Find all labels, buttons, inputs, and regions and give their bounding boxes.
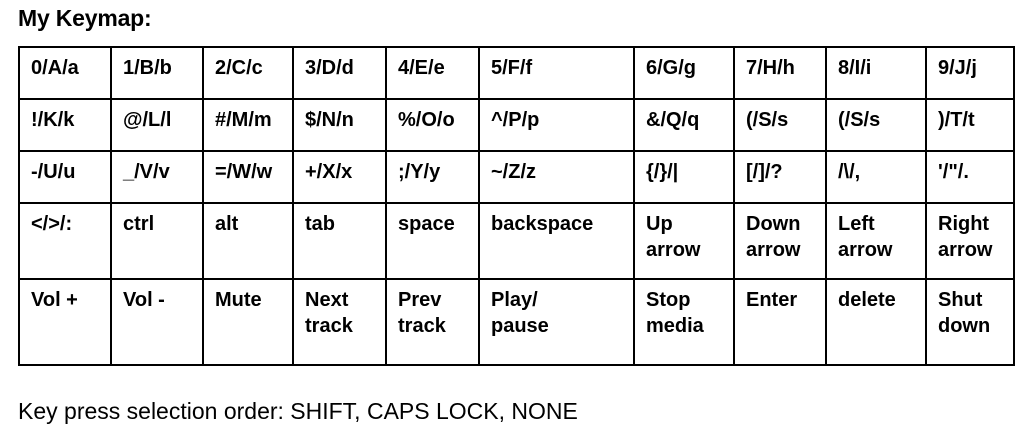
keymap-cell[interactable]: $/N/n	[292, 98, 387, 152]
keymap-cell[interactable]: /\/,	[825, 150, 927, 204]
keymap-cell[interactable]: 9/J/j	[925, 46, 1015, 100]
table-row: !/K/k @/L/l #/M/m $/N/n %/O/o ^/P/p &/Q/…	[18, 98, 1015, 152]
keymap-cell[interactable]: (/S/s	[825, 98, 927, 152]
keymap-cell[interactable]: 2/C/c	[202, 46, 294, 100]
keymap-cell[interactable]: Down arrow	[733, 202, 827, 280]
keymap-cell[interactable]: =/W/w	[202, 150, 294, 204]
keymap-cell[interactable]: &/Q/q	[633, 98, 735, 152]
keymap-cell[interactable]: Stop media	[633, 278, 735, 366]
keymap-cell[interactable]: Play/ pause	[478, 278, 635, 366]
keymap-cell[interactable]: {/}/|	[633, 150, 735, 204]
keymap-cell[interactable]: Prev track	[385, 278, 480, 366]
keymap-cell[interactable]: 3/D/d	[292, 46, 387, 100]
keymap-cell[interactable]: -/U/u	[18, 150, 112, 204]
keymap-cell[interactable]: +/X/x	[292, 150, 387, 204]
keymap-cell[interactable]: </>/:	[18, 202, 112, 280]
keymap-cell[interactable]: Vol -	[110, 278, 204, 366]
keymap-cell[interactable]: ctrl	[110, 202, 204, 280]
keymap-cell[interactable]: delete	[825, 278, 927, 366]
keymap-cell[interactable]: _/V/v	[110, 150, 204, 204]
keymap-cell[interactable]: !/K/k	[18, 98, 112, 152]
page-title: My Keymap:	[18, 5, 152, 31]
keymap-cell[interactable]: Next track	[292, 278, 387, 366]
keymap-cell[interactable]: Left arrow	[825, 202, 927, 280]
keymap-cell[interactable]: 7/H/h	[733, 46, 827, 100]
keymap-cell[interactable]: Up arrow	[633, 202, 735, 280]
keymap-cell[interactable]: backspace	[478, 202, 635, 280]
keymap-cell[interactable]: ;/Y/y	[385, 150, 480, 204]
keymap-cell[interactable]: [/]/?	[733, 150, 827, 204]
keymap-cell[interactable]: 5/F/f	[478, 46, 635, 100]
table-row: -/U/u _/V/v =/W/w +/X/x ;/Y/y ~/Z/z {/}/…	[18, 150, 1015, 204]
keymap-cell[interactable]: ~/Z/z	[478, 150, 635, 204]
keymap-cell[interactable]: Vol +	[18, 278, 112, 366]
keymap-cell[interactable]: 0/A/a	[18, 46, 112, 100]
keymap-cell[interactable]: Mute	[202, 278, 294, 366]
keymap-cell[interactable]: 8/I/i	[825, 46, 927, 100]
keymap-cell[interactable]: space	[385, 202, 480, 280]
keymap-cell[interactable]: @/L/l	[110, 98, 204, 152]
keymap-cell[interactable]: Shut down	[925, 278, 1015, 366]
table-row: </>/: ctrl alt tab space backspace Up ar…	[18, 202, 1015, 280]
keymap-cell[interactable]: %/O/o	[385, 98, 480, 152]
keymap-cell[interactable]: (/S/s	[733, 98, 827, 152]
keymap-cell[interactable]: )/T/t	[925, 98, 1015, 152]
keymap-cell[interactable]: Right arrow	[925, 202, 1015, 280]
key-press-order-note: Key press selection order: SHIFT, CAPS L…	[18, 398, 578, 424]
keymap-cell[interactable]: '/"/.	[925, 150, 1015, 204]
keymap-cell[interactable]: 4/E/e	[385, 46, 480, 100]
keymap-cell[interactable]: ^/P/p	[478, 98, 635, 152]
table-row: Vol + Vol - Mute Next track Prev track P…	[18, 278, 1015, 366]
keymap-cell[interactable]: alt	[202, 202, 294, 280]
keymap-cell[interactable]: Enter	[733, 278, 827, 366]
table-row: 0/A/a 1/B/b 2/C/c 3/D/d 4/E/e 5/F/f 6/G/…	[18, 46, 1015, 100]
keymap-cell[interactable]: #/M/m	[202, 98, 294, 152]
keymap-cell[interactable]: tab	[292, 202, 387, 280]
keymap-cell[interactable]: 6/G/g	[633, 46, 735, 100]
keymap-table: 0/A/a 1/B/b 2/C/c 3/D/d 4/E/e 5/F/f 6/G/…	[18, 46, 1015, 366]
keymap-cell[interactable]: 1/B/b	[110, 46, 204, 100]
